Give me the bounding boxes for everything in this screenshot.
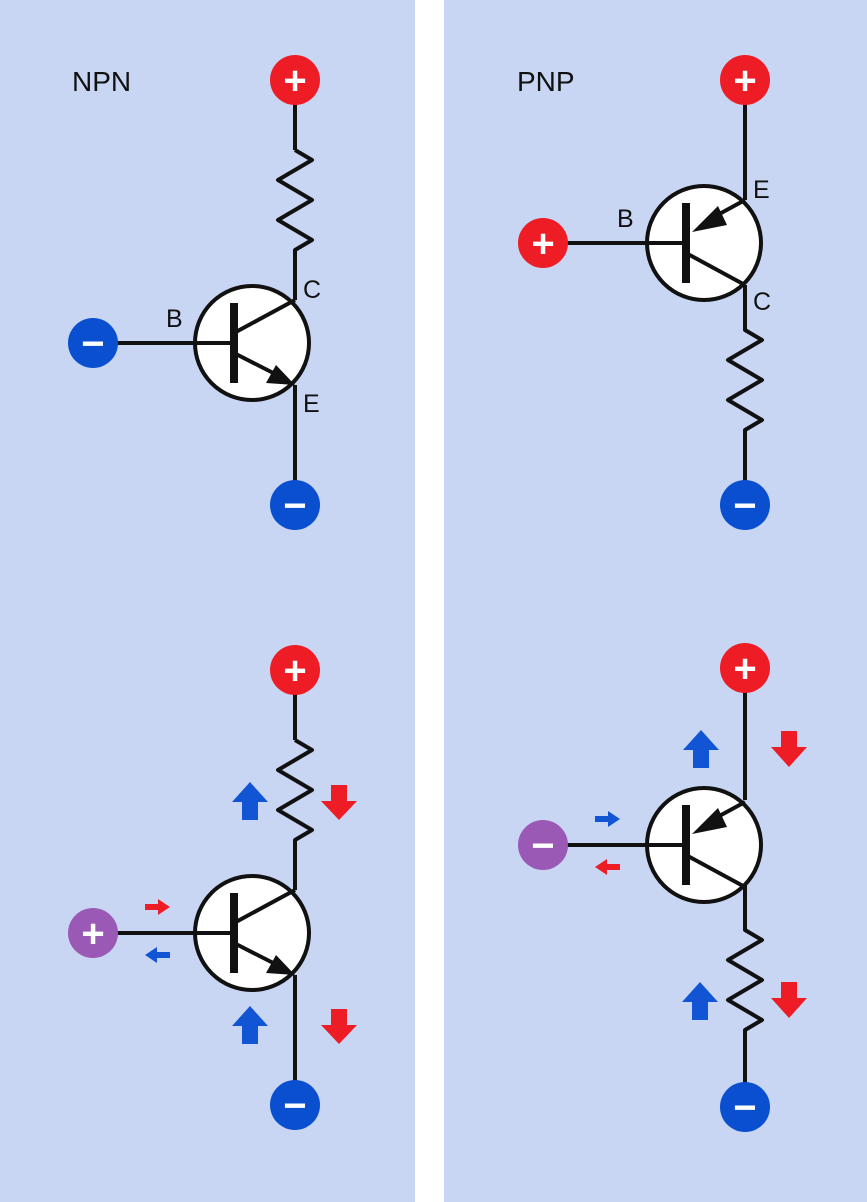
pnp-pin-collector: C [753,288,771,316]
npn-pin-base: B [166,305,183,333]
npn-panel [0,0,415,1202]
pnp-base-terminal-sign: + [531,222,554,266]
pnp-top-terminal-sign: + [733,59,756,103]
npn-flow-up-arrow-icon [232,782,268,820]
npn-circuit: NPN B C E + − − [68,55,321,530]
npn-base-terminal-sign: − [81,322,104,366]
npn-bottom-terminal [270,480,320,530]
npn-flow-down-arrow-icon [321,785,357,820]
npn-flow-base-right-arrow-icon [145,899,170,915]
pnp-collector-lead [685,251,746,287]
pnp-flow-top-terminal-sign: + [733,647,756,691]
npn-title: NPN [72,66,131,97]
npn-pin-collector: C [303,276,321,304]
pnp-flow-down-arrow-icon-2 [771,982,807,1018]
pnp-flow-up-arrow-icon [683,730,719,768]
npn-resistor [276,148,314,300]
pnp-circuit: PNP B E C + + − [517,55,771,530]
pnp-flow-resistor [726,885,764,1100]
pnp-bottom-terminal [720,480,770,530]
pnp-flow-base-right-arrow-icon [595,811,620,827]
npn-flow-emitter-arrow-icon [266,955,295,975]
npn-base-terminal [68,318,118,368]
npn-flow-up-arrow-icon-2 [232,1006,268,1044]
npn-flow-top-terminal [270,645,320,695]
pnp-top-terminal [720,55,770,105]
pnp-title: PNP [517,66,575,97]
npn-flow-base-terminal-sign: + [81,912,104,956]
npn-top-terminal [270,55,320,105]
pnp-flow-transistor-body [645,786,763,904]
npn-flow-down-arrow-icon-2 [321,1009,357,1044]
pnp-flow-top-terminal [720,643,770,693]
pnp-pin-emitter: E [753,176,770,204]
pnp-flow-emitter-arrow-icon [692,808,727,834]
pnp-flow-base-terminal-sign: − [531,824,554,868]
pnp-emitter-arrow-icon [692,206,727,232]
npn-flow-base-terminal [68,908,118,958]
pnp-pin-base: B [617,205,634,233]
npn-collector-lead [233,298,296,335]
pnp-flow-bottom-terminal-sign: − [733,1086,756,1130]
npn-flow-top-terminal-sign: + [283,649,306,693]
pnp-flow-up-arrow-icon-2 [682,982,718,1020]
pnp-flow-bottom-terminal [720,1082,770,1132]
pnp-bottom-terminal-sign: − [733,484,756,528]
pnp-transistor-body [645,184,763,302]
npn-pin-emitter: E [303,390,320,418]
pnp-resistor [726,285,764,500]
npn-top-terminal-sign: + [283,59,306,103]
pnp-flow-base-terminal [518,820,568,870]
npn-flow-circuit: + + − [68,645,357,1130]
npn-flow-base-left-arrow-icon [145,947,170,963]
pnp-flow-down-arrow-icon [771,731,807,767]
pnp-flow-circuit: + − − [518,643,807,1132]
npn-emitter-arrow-icon [266,365,295,385]
npn-flow-bottom-terminal [270,1080,320,1130]
pnp-base-terminal [518,218,568,268]
npn-flow-bottom-terminal-sign: − [283,1084,306,1128]
pnp-flow-base-left-arrow-icon [595,859,620,875]
npn-bottom-terminal-sign: − [283,484,306,528]
npn-flow-resistor [276,738,314,890]
